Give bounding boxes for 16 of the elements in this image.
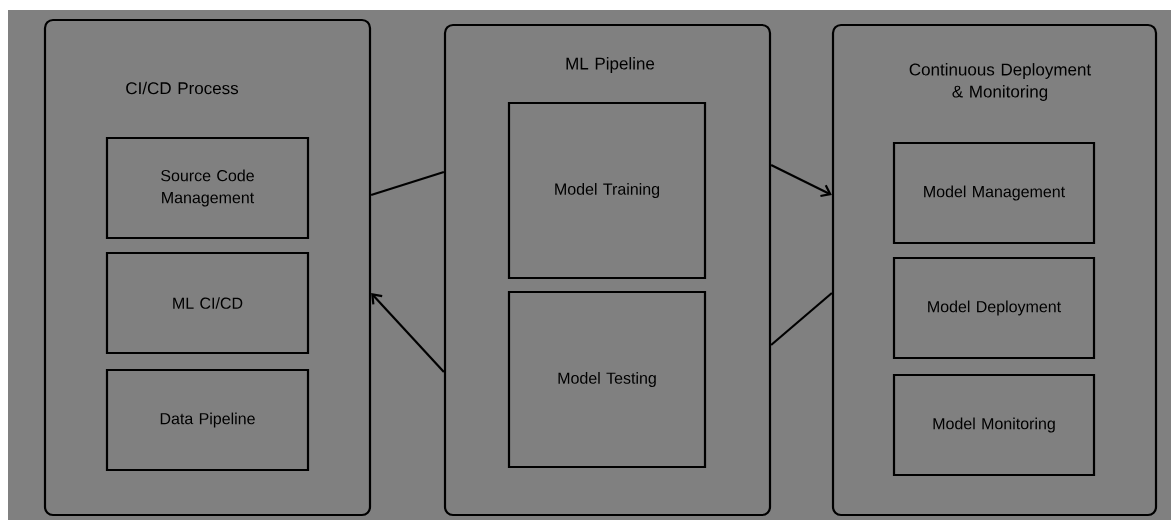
process-box: Model Monitoring xyxy=(892,373,1096,477)
process-box: Model Management xyxy=(892,141,1096,245)
panel xyxy=(443,23,772,517)
process-box: ML CI/CD xyxy=(105,251,310,355)
panel-heading: Continuous Deployment & Monitoring xyxy=(909,63,1092,101)
process-box: Model Testing xyxy=(507,290,707,469)
process-box: Model Training xyxy=(507,101,707,280)
process-box: Data Pipeline xyxy=(105,368,310,472)
arrow xyxy=(371,293,445,373)
panel-heading: ML Pipeline xyxy=(566,57,655,73)
arrow xyxy=(770,164,832,198)
panel xyxy=(831,23,1158,517)
process-box: Source Code Management xyxy=(105,136,310,240)
panel xyxy=(43,18,372,517)
panel-heading: CI/CD Process xyxy=(126,81,239,95)
process-box: Model Deployment xyxy=(892,256,1096,360)
